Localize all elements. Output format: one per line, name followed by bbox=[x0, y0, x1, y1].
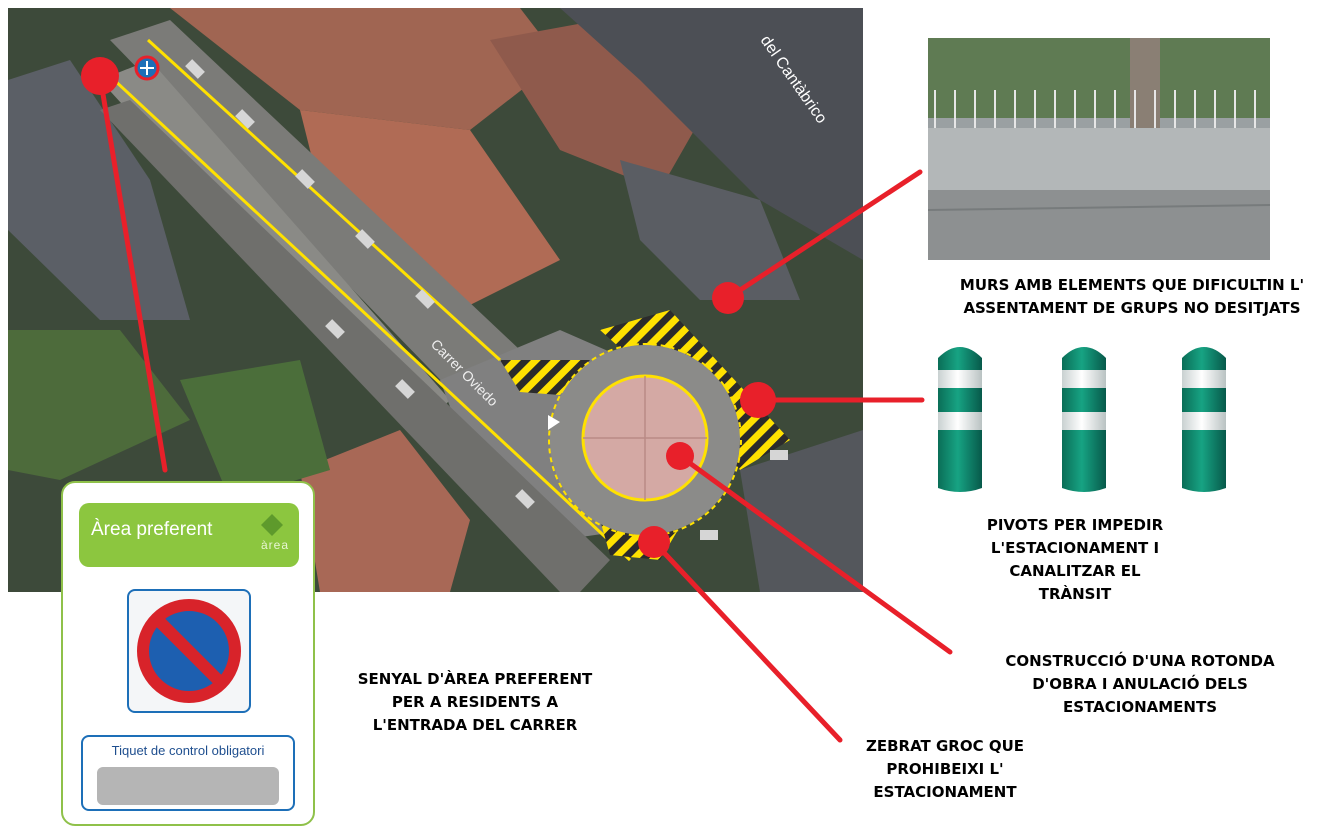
ticket-label: Tiquet de control obligatori bbox=[111, 743, 265, 758]
parked-cars bbox=[185, 59, 788, 540]
trees bbox=[8, 330, 190, 480]
rooftop bbox=[620, 160, 800, 300]
label-zebra: ZEBRAT GROC QUE PROHIBEIXI L' ESTACIONAM… bbox=[865, 737, 1025, 801]
bollard bbox=[938, 347, 982, 492]
curb-line bbox=[110, 76, 632, 562]
callout-dot-walls bbox=[712, 282, 744, 314]
street bbox=[110, 20, 520, 400]
roundabout-outline bbox=[548, 343, 742, 537]
no-parking-sign bbox=[127, 589, 251, 713]
bollard bbox=[1182, 347, 1226, 492]
rooftop bbox=[560, 8, 863, 260]
label-bollards: PIVOTS PER IMPEDIR L'ESTACIONAMENT I CAN… bbox=[986, 516, 1164, 603]
label-walls: MURS AMB ELEMENTS QUE DIFICULTIN L' ASSE… bbox=[959, 276, 1305, 317]
callout-dot-zebra bbox=[638, 526, 670, 558]
callout-dot-sign bbox=[81, 57, 119, 95]
no-parking-icon bbox=[137, 599, 241, 703]
ticket-box bbox=[97, 767, 279, 805]
sign-logo-word: àrea bbox=[260, 538, 289, 552]
aerial-photo: del Cantàbrico Carrer Oviedo bbox=[8, 8, 863, 592]
label-sign: SENYAL D'ÀREA PREFERENT PER A RESIDENTS … bbox=[357, 670, 593, 734]
wall-spikes bbox=[934, 90, 1256, 130]
trees bbox=[180, 360, 330, 500]
sign-title: Àrea preferent bbox=[91, 519, 213, 540]
rooftop bbox=[8, 60, 190, 320]
roundabout-island-detail bbox=[583, 376, 707, 500]
curb-line bbox=[146, 38, 502, 362]
connector-walls bbox=[725, 169, 923, 301]
entrance-marker-cross bbox=[140, 61, 154, 75]
parking-lane bbox=[100, 100, 610, 592]
callout-dot-bollards bbox=[740, 382, 776, 418]
rooftop bbox=[300, 110, 560, 330]
sign-header: Àrea preferent àrea bbox=[79, 503, 299, 567]
label-roundabout: CONSTRUCCIÓ D'UNA ROTONDA D'OBRA I ANULA… bbox=[1005, 652, 1275, 716]
area-verda-logo-icon bbox=[261, 514, 283, 536]
ticket-panel: Tiquet de control obligatori bbox=[81, 735, 295, 811]
rooftop bbox=[490, 20, 700, 190]
connector-sign bbox=[97, 73, 168, 473]
direction-arrow-icon bbox=[548, 415, 560, 430]
connector-roundabout bbox=[677, 453, 953, 655]
callout-dot-roundabout bbox=[666, 442, 694, 470]
connector-zebra bbox=[651, 539, 843, 743]
rooftop bbox=[300, 430, 470, 592]
callout-lines bbox=[97, 73, 953, 743]
rooftop bbox=[740, 430, 863, 592]
bollard bbox=[1062, 347, 1106, 492]
wall-photo bbox=[927, 38, 1271, 260]
rooftop bbox=[170, 8, 560, 130]
area-preferent-sign: Àrea preferent àrea Tiquet de control ob… bbox=[61, 481, 315, 826]
